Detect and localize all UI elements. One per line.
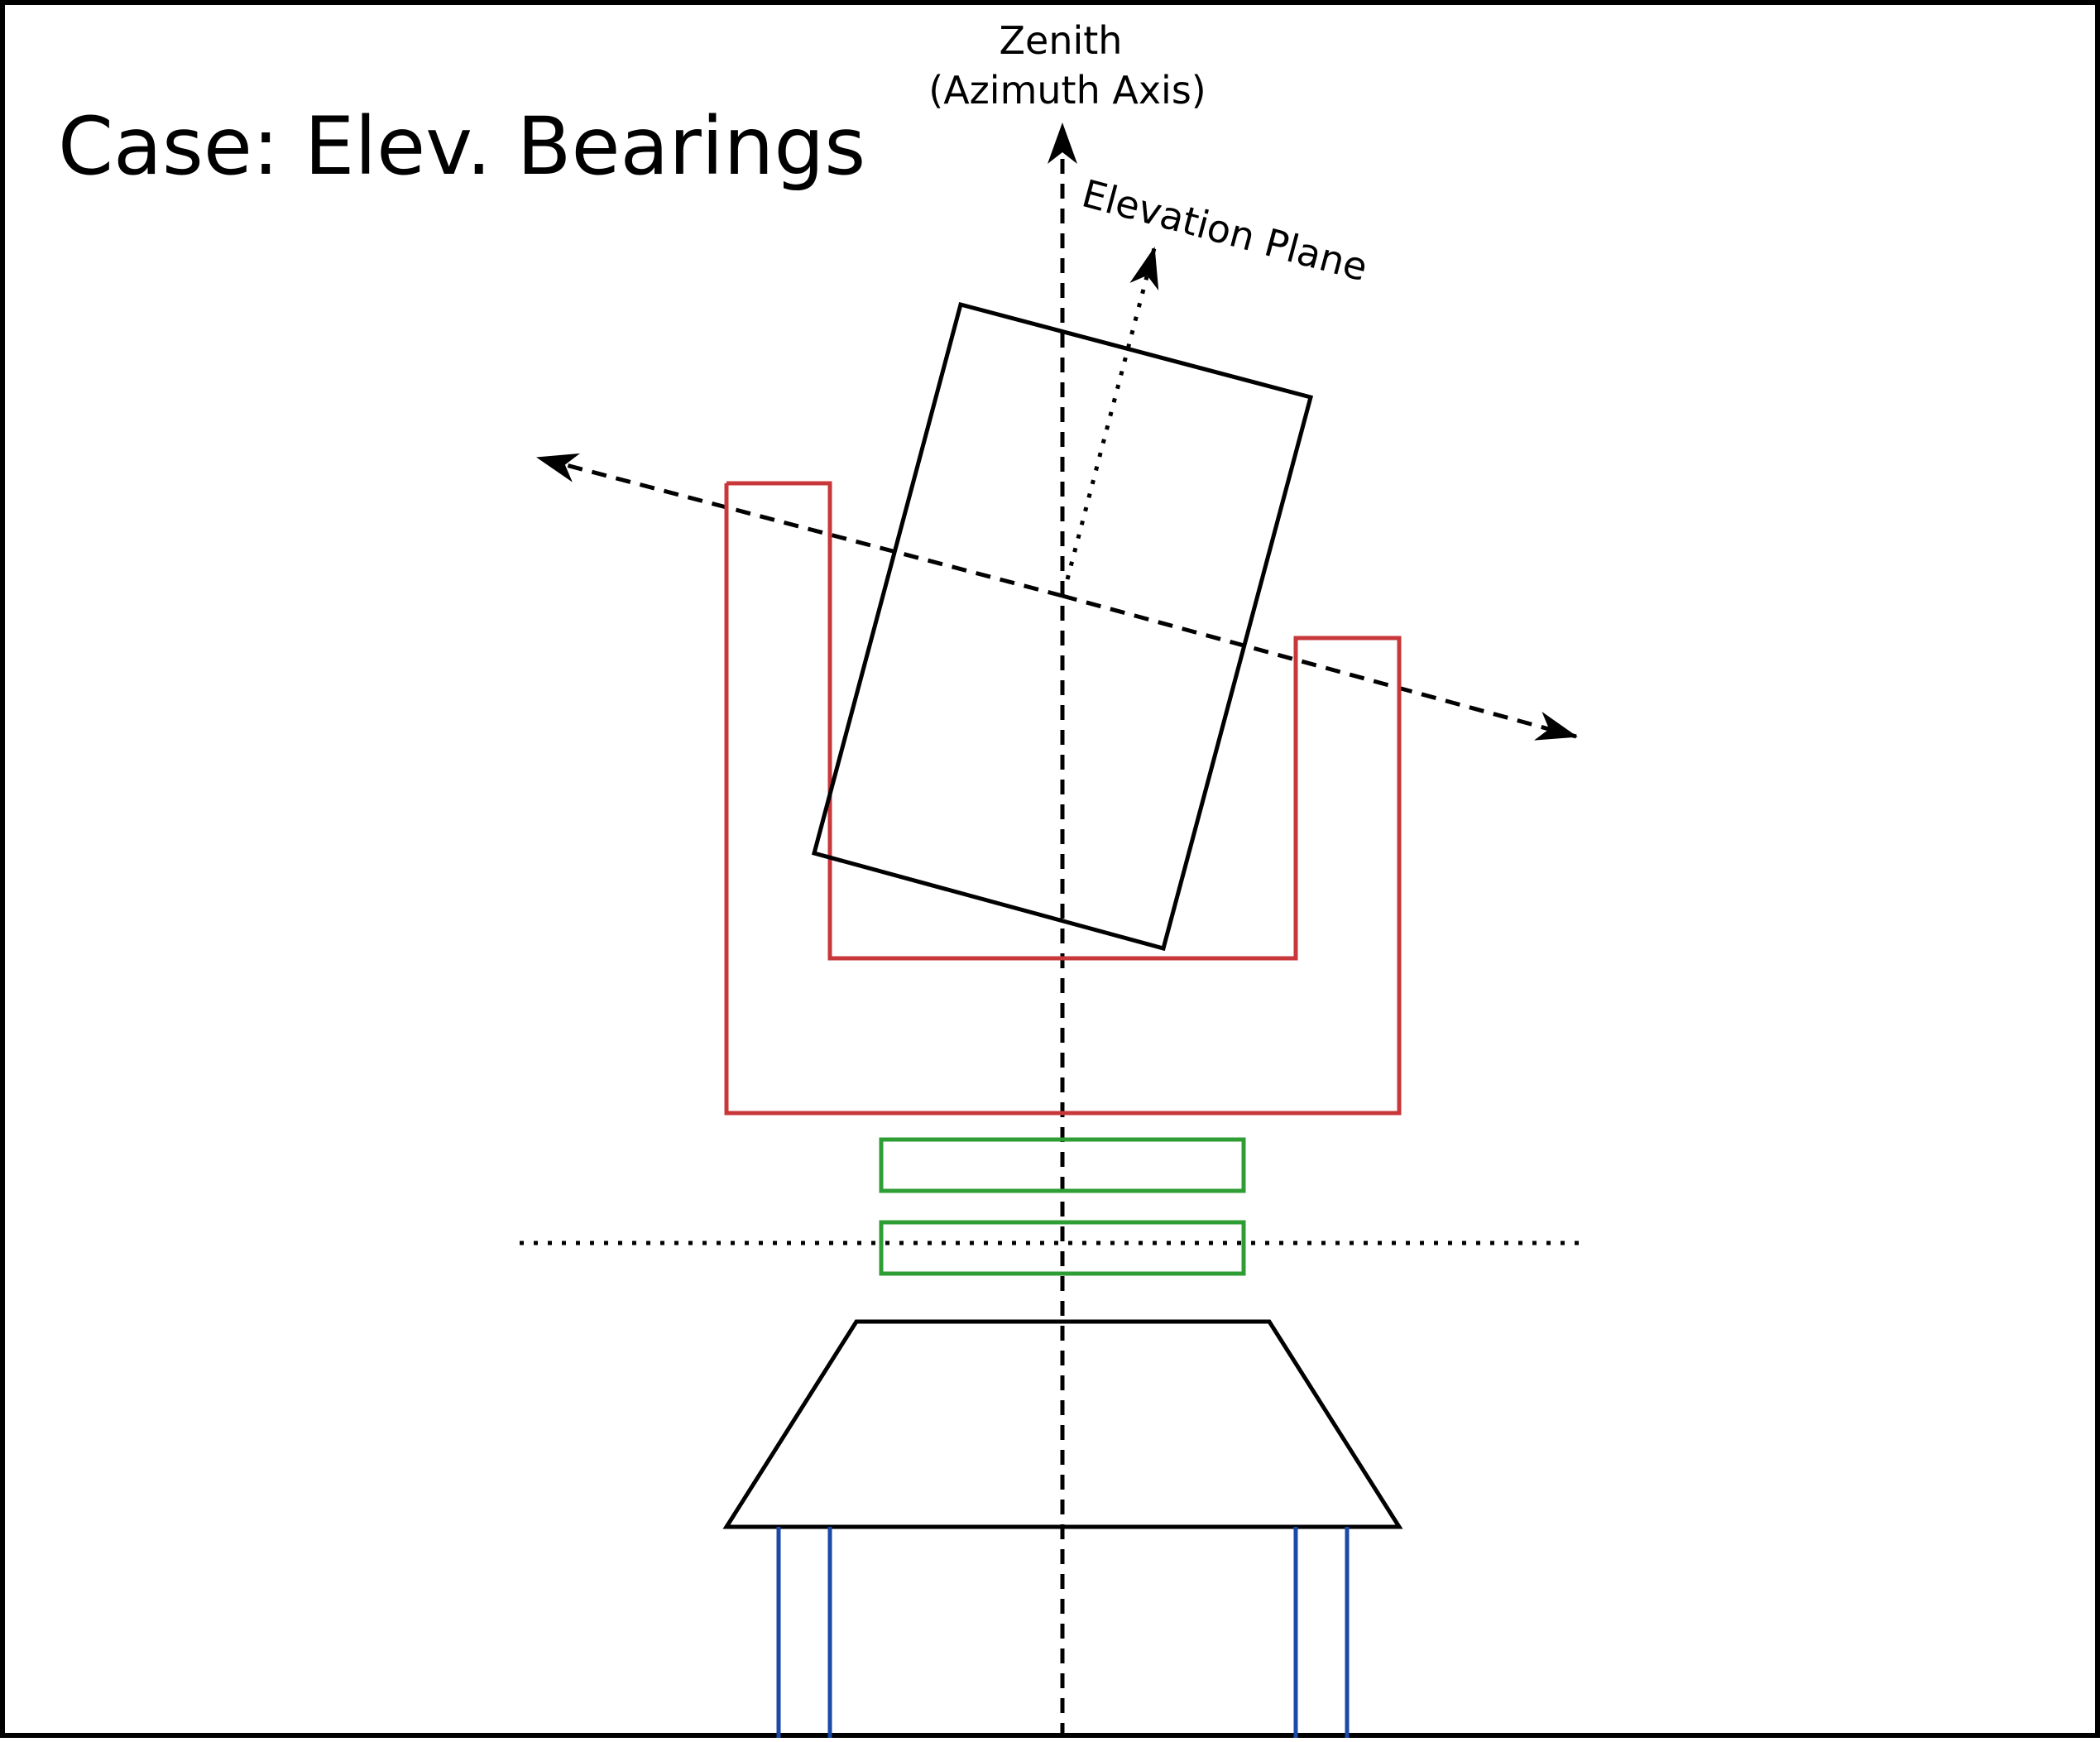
bearing-upper: [879, 1137, 1246, 1193]
elevation-plane-label: Elevation Plane: [1077, 170, 1372, 290]
fork-outline: [724, 481, 1402, 1116]
bearing-lower: [879, 1220, 1246, 1276]
base-trapezoid: [722, 1319, 1403, 1529]
zenith-label: Zenith: [1000, 18, 1123, 63]
diagram-title: Case: Elev. Bearings: [58, 100, 865, 193]
elevation-axis-line-left: [536, 453, 1063, 598]
azimuth-axis-label-text: (Azimuth Axis): [928, 68, 1206, 113]
elevation-plane-pointer: [1065, 247, 1159, 580]
elevation-axis-line: [1062, 593, 1578, 741]
tube-outline: [811, 301, 1314, 952]
